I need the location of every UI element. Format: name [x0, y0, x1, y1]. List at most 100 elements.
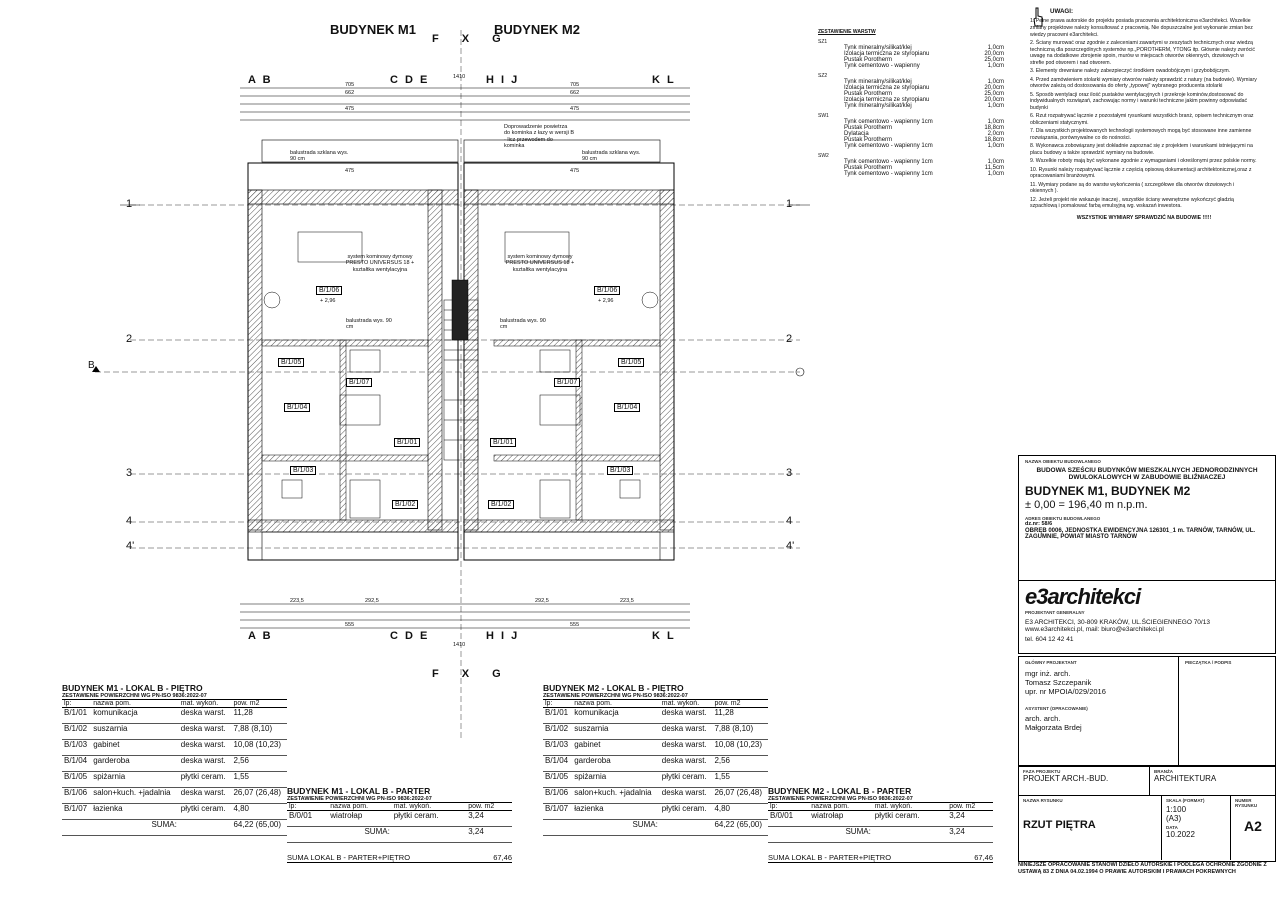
- cell: 1,55: [712, 771, 768, 788]
- layer-thickness: 25,0cm: [984, 91, 1004, 97]
- address: OBRĘB 0006, JEDNOSTKA EWIDENCYJNA 126301…: [1025, 528, 1256, 540]
- cell: B/1/04: [62, 755, 92, 772]
- grid-row-4p-r: 4': [786, 540, 795, 552]
- layer-name: Tynk cementowo - wapienny 1cm: [844, 171, 933, 177]
- room-label-m1-b104: B/1/04: [284, 403, 311, 412]
- col-material: mat. wykoń.: [391, 803, 467, 811]
- grid-row-4: 4: [126, 515, 133, 527]
- layer-thickness: 2,0cm: [987, 131, 1004, 137]
- building-title-right: BUDYNEK M2: [494, 22, 580, 37]
- layer-code: SZ2: [818, 73, 828, 79]
- notes-panel: UWAGI: 1. Pełne prawa autorskie do proje…: [1030, 8, 1258, 223]
- axis-labels-mid-right: H I J: [486, 74, 520, 86]
- room-label-m2-b101: B/1/01: [490, 438, 517, 447]
- layer-name: Tynk cementowo - wapienny 1cm: [844, 159, 933, 165]
- note-item: 2. Ściany murować oraz zgodnie z zalecen…: [1030, 39, 1255, 67]
- room-label-m2-b104: B/1/04: [614, 403, 641, 412]
- layer-name: Tynk cementowo - wapienny: [844, 63, 920, 69]
- col-lp: lp:: [62, 700, 92, 708]
- layer-name: Pustak Porotherm: [844, 57, 893, 63]
- note-air-supply: Doprowadzenie powietrza do kominka z łaz…: [504, 124, 574, 149]
- cell: salon+kuch. +jadalnia: [91, 787, 179, 804]
- cell: deska warst.: [178, 739, 232, 756]
- dim-bot-3: 555: [345, 622, 355, 628]
- walls-m1: [247, 139, 459, 561]
- assistant-label: ASYSTENT (OPRACOWANIE): [1025, 706, 1088, 711]
- layer-group-sz2: SZ2 Tynk mineralny/silikat/klej 1,0cm Izo…: [818, 73, 1004, 109]
- col-name: nazwa pom.: [91, 700, 179, 708]
- col-material: mat. wykoń.: [178, 700, 232, 708]
- stair-shaft: [443, 279, 479, 461]
- dim-top-705-l: 705: [345, 82, 355, 88]
- designer-label: GŁÓWNY PROJEKTANT: [1025, 660, 1077, 665]
- layer-name: Izolacja termiczna ze styropianu: [844, 97, 930, 103]
- cell: B/1/01: [543, 707, 573, 724]
- address-label: ADRES OBIEKTU BUDOWLANEGO: [1025, 516, 1101, 521]
- note-item: 9. Wszelkie roboty mają być wykonane zgo…: [1030, 158, 1257, 165]
- axis-labels-right-bottom: K L: [652, 630, 676, 642]
- dim-bot-2: 292,5: [365, 598, 379, 604]
- cell: suszarnia: [572, 723, 660, 740]
- col-material: mat. wykoń.: [659, 700, 713, 708]
- dim-bot-6: 223,5: [620, 598, 634, 604]
- cell: garderoba: [572, 755, 660, 772]
- layer-thickness: 18,8cm: [984, 125, 1004, 131]
- note-item: 8. Wykonawca zobowiązany jest dokładnie …: [1030, 143, 1253, 157]
- firm-web: www.e3architekci.pl, mail: biuro@e3archi…: [1025, 626, 1164, 633]
- cell: deska warst.: [178, 755, 232, 772]
- total-label: SUMA LOKAL B - PARTER+PIĘTRO: [768, 853, 892, 862]
- layers-table: ZESTAWIENIE WARSTW SZ1 Tynk mineralny/si…: [818, 26, 1004, 177]
- table-m2-parter: BUDYNEK M2 - LOKAL B - PARTER ZESTAWIENI…: [768, 786, 993, 863]
- titleblock-designers: GŁÓWNY PROJEKTANT mgr inż. arch. Tomasz …: [1018, 656, 1276, 766]
- table-subtitle: ZESTAWIENIE POWIERZCHNI WG PN-ISO 9836:2…: [768, 796, 993, 803]
- axis-grid: [95, 30, 800, 740]
- total-label: SUMA LOKAL B - PARTER+PIĘTRO: [287, 853, 411, 862]
- layer-thickness: 18,8cm: [984, 137, 1004, 143]
- col-lp: lp:: [543, 700, 573, 708]
- layer-name: Pustak Porotherm: [844, 137, 893, 143]
- layer-name: Pustak Porotherm: [844, 165, 893, 171]
- hand-pointer-icon: [1032, 6, 1044, 28]
- dim-top-1410: 1410: [453, 74, 466, 80]
- note-item: 3. Elementy drewniane należy zabezpieczy…: [1030, 68, 1231, 75]
- cell: płytki ceram.: [178, 803, 232, 820]
- col-name: nazwa pom.: [809, 803, 873, 811]
- cell: deska warst.: [659, 739, 713, 756]
- total-row: SUMA LOKAL B - PARTER+PIĘTRO 67,46: [768, 853, 993, 863]
- layer-thickness: 1,0cm: [987, 45, 1004, 51]
- dim-top-475-a: 475: [345, 106, 355, 112]
- cell: 3,24: [947, 810, 993, 827]
- sum-label: SUMA:: [809, 826, 873, 843]
- room-label-m2-b103: B/1/03: [607, 466, 634, 475]
- cell: B/1/07: [543, 803, 573, 820]
- cell: spiżarnia: [91, 771, 179, 788]
- layer-thickness: 1,0cm: [987, 103, 1004, 109]
- cell: B/1/04: [543, 755, 573, 772]
- room-label-m1-b105: B/1/05: [278, 358, 305, 367]
- layer-thickness: 1,0cm: [987, 143, 1004, 149]
- cell: płytki ceram.: [178, 771, 232, 788]
- layer-name: Tynk mineralny/silikat/klej: [844, 79, 912, 85]
- room-level-m2-b106: + 2,96: [598, 298, 614, 304]
- cell: 10,08 (10,23): [712, 739, 768, 756]
- col-name: nazwa pom.: [328, 803, 392, 811]
- sum-value: 64,22 (65,00): [712, 819, 768, 836]
- cell: B/1/02: [543, 723, 573, 740]
- cell: B/1/05: [543, 771, 573, 788]
- table-title: BUDYNEK M2 - LOKAL B - PIĘTRO: [543, 683, 684, 693]
- table-sum-row: SUMA:3,24: [768, 826, 993, 843]
- cell: suszarnia: [91, 723, 179, 740]
- signature-label: PIECZĄTKA / PODPIS: [1185, 660, 1232, 665]
- layer-name: Tynk mineralny/silikat/klej: [844, 45, 912, 51]
- cell: deska warst.: [659, 723, 713, 740]
